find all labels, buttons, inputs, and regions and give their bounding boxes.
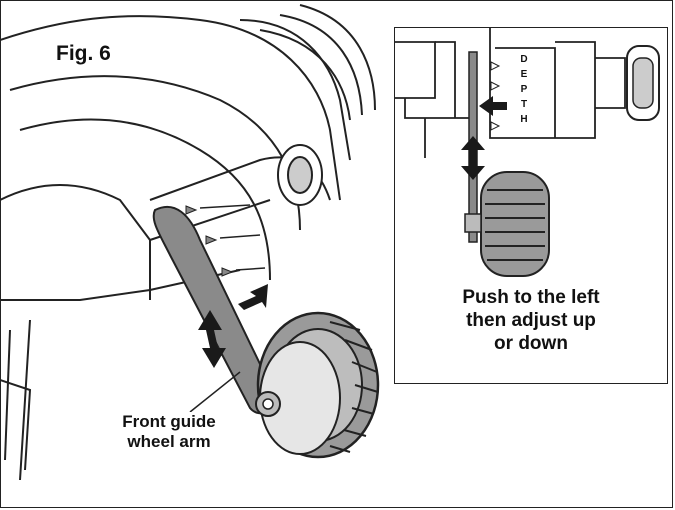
depth-letter: T bbox=[520, 99, 528, 110]
callout-line-2: wheel arm bbox=[127, 432, 211, 452]
inset-knob bbox=[626, 45, 660, 121]
detail-inset: D E P T H Push to the left then adjust u… bbox=[394, 27, 668, 384]
inset-wheel bbox=[464, 171, 550, 277]
inset-depth-notches bbox=[490, 61, 501, 131]
depth-letter: D bbox=[520, 54, 528, 65]
inset-illustration bbox=[395, 28, 660, 277]
front-guide-wheel bbox=[255, 311, 380, 459]
caption-line-1: Push to the left bbox=[462, 287, 600, 308]
push-left-arrow bbox=[238, 284, 268, 310]
up-down-arrow bbox=[198, 310, 226, 368]
callout-front-guide-wheel-arm: Front guide wheel arm bbox=[94, 412, 244, 453]
inset-push-arrow bbox=[479, 96, 507, 116]
caption-line-3: or down bbox=[494, 333, 568, 355]
depth-letter: E bbox=[520, 69, 528, 80]
figure-label: Fig. 6 bbox=[50, 42, 117, 66]
caption-line-2: then adjust up bbox=[466, 310, 596, 332]
depth-letter: P bbox=[520, 84, 528, 95]
depth-notches bbox=[185, 205, 234, 277]
side-knob bbox=[277, 144, 323, 206]
inset-caption: Push to the left then adjust up or down bbox=[395, 286, 667, 356]
depth-letter: H bbox=[520, 114, 528, 125]
mower-body bbox=[0, 4, 376, 481]
depth-scale-label: D E P T H bbox=[517, 52, 531, 127]
callout-leader bbox=[189, 371, 241, 413]
callout-line-1: Front guide bbox=[122, 412, 216, 431]
inset-up-down-arrow bbox=[461, 136, 485, 180]
